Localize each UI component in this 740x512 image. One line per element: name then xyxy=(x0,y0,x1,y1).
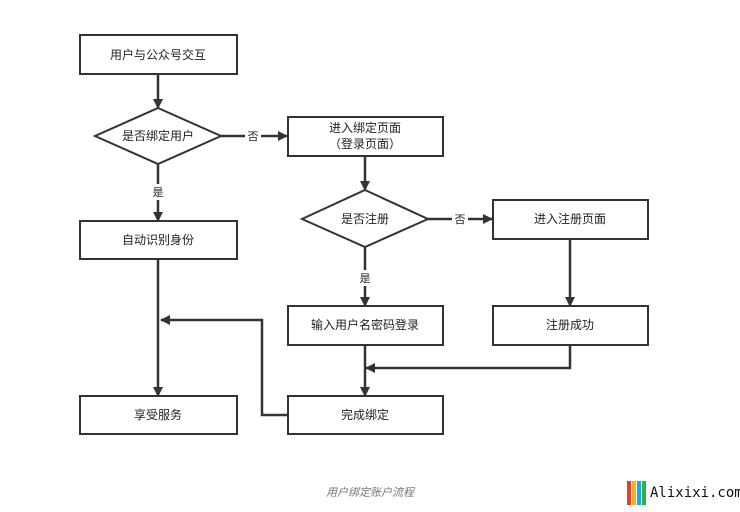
node-binding-complete-label: 完成绑定 xyxy=(341,407,389,422)
node-login xyxy=(287,305,444,346)
node-register-success xyxy=(492,305,649,346)
edge-label-d2-yes: 是 xyxy=(360,272,371,285)
edge-n6-n8 xyxy=(365,345,572,373)
node-binding-complete xyxy=(287,395,444,435)
brand-bar-1 xyxy=(627,481,631,505)
brand-bar-3 xyxy=(637,481,641,505)
brand-logo: Alixixi.com xyxy=(627,481,740,505)
node-user-interaction xyxy=(79,34,238,75)
edge-n8-n7 xyxy=(160,315,288,417)
node-auto-identify xyxy=(79,220,238,260)
node-login-page-label: （登录页面） xyxy=(329,136,401,151)
brand-bars-icon xyxy=(627,481,646,505)
edge-label-d2-no: 否 xyxy=(455,213,466,226)
node-enter-register-page xyxy=(492,199,649,240)
node-enter-binding-page xyxy=(287,116,444,157)
node-login-label: 输入用户名密码登录 xyxy=(311,317,419,332)
node-enter-binding-page-label: 进入绑定页面 xyxy=(329,120,401,135)
decision-bound-user-label: 是否绑定用户 xyxy=(122,128,194,143)
node-register-success-label: 注册成功 xyxy=(546,317,594,332)
figure-caption: 用户绑定账户流程 xyxy=(326,486,414,499)
node-enter-register-page-label: 进入注册页面 xyxy=(534,211,606,226)
decision-bound-user xyxy=(92,106,224,166)
node-auto-identify-label: 自动识别身份 xyxy=(122,232,194,247)
decision-registered xyxy=(299,188,431,249)
brand-bar-2 xyxy=(632,481,636,505)
node-user-interaction-label: 用户与公众号交互 xyxy=(110,47,206,62)
decision-registered-label: 是否注册 xyxy=(341,211,389,226)
edge-label-d1-no: 否 xyxy=(248,130,259,143)
brand-bar-4 xyxy=(642,481,646,505)
node-enjoy-service xyxy=(79,395,238,435)
edge-label-d1-yes: 是 xyxy=(153,186,164,199)
node-enjoy-service-label: 享受服务 xyxy=(134,407,182,422)
brand-text: Alixixi.com xyxy=(650,485,740,501)
